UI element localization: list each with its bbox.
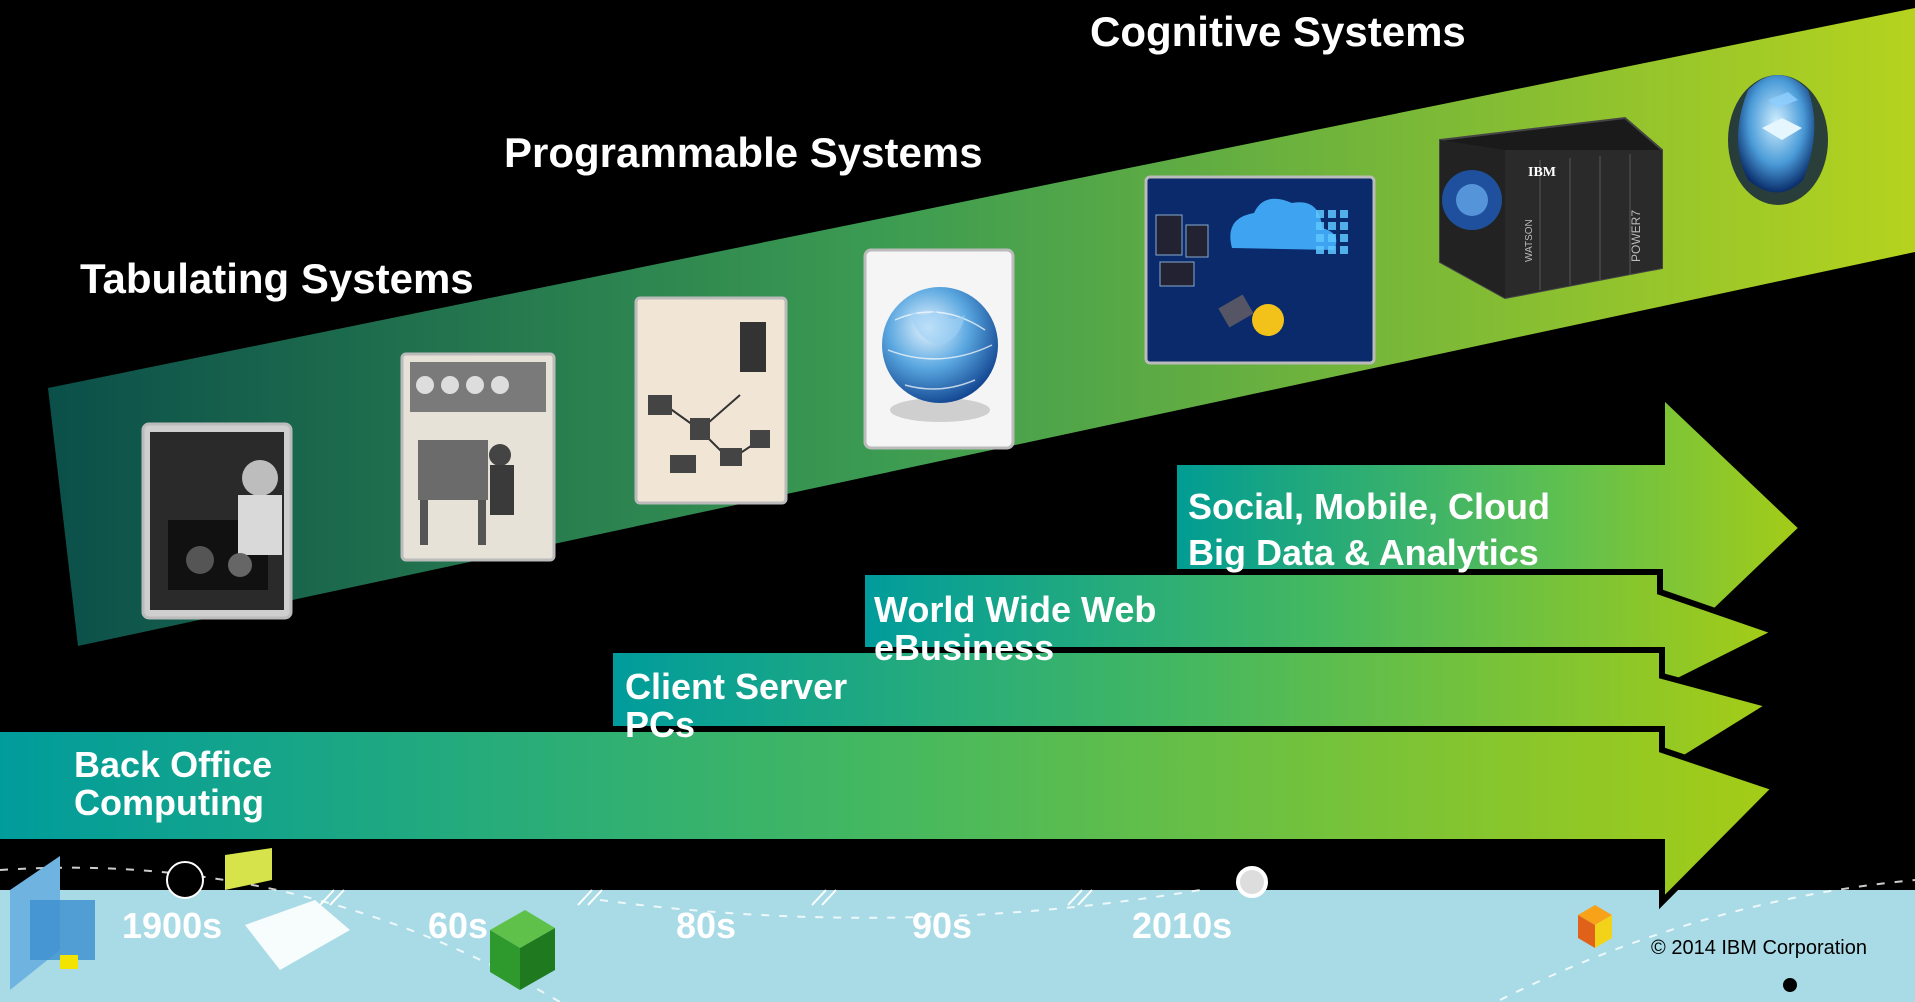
server-brand: IBM (1528, 165, 1556, 180)
arrow-label-back-office: Back Office Computing (74, 746, 272, 822)
arrow-label-world-wide-web-line2: eBusiness (874, 627, 1055, 668)
arrow-label-world-wide-web-line1: World Wide Web (874, 589, 1157, 630)
timeline-tick-2010s: 2010s (1132, 905, 1233, 946)
arrow-label-social-mobile-cloud-line1: Social, Mobile, Cloud (1188, 486, 1551, 527)
era-title-programmable: Programmable Systems (504, 129, 983, 176)
era-title-tabulating: Tabulating Systems (80, 255, 474, 302)
arrow-back-office-shape (0, 726, 1781, 910)
server-model: POWER7 (1629, 210, 1643, 262)
timeline-tick-80s: 80s (676, 905, 737, 946)
timeline-decor (0, 866, 1915, 1002)
timeline-tick-60s: 60s (428, 905, 489, 946)
arrow-label-back-office-line2: Computing (74, 782, 264, 823)
globe-icon (863, 248, 1015, 450)
arrow-label-back-office-line1: Back Office (74, 744, 273, 785)
arrow-label-world-wide-web: World Wide Web eBusiness (874, 591, 1156, 667)
watson-server-icon: IBM POWER7 WATSON (1439, 116, 1663, 300)
timeline-decorations (10, 848, 1797, 992)
arrow-label-social-mobile-cloud: Social, Mobile, Cloud Big Data & Analyti… (1188, 484, 1550, 576)
copyright-notice: © 2014 IBM Corporation (1651, 937, 1867, 959)
client-server-diagram-icon (634, 296, 788, 505)
arrow-label-social-mobile-cloud-line2: Big Data & Analytics (1188, 532, 1539, 573)
timeline-tick-90s: 90s (912, 905, 973, 946)
mainframe-photo-icon (400, 352, 556, 562)
cloud-mobile-collage-icon (1144, 175, 1376, 365)
arrow-label-client-server-line1: Client Server (625, 666, 848, 707)
cognitive-head-icon (1728, 75, 1828, 205)
server-name: WATSON (1524, 219, 1535, 262)
era-title-cognitive: Cognitive Systems (1090, 8, 1466, 55)
tabulating-photo-icon (141, 422, 293, 620)
arrow-label-client-server: Client Server PCs (625, 668, 847, 744)
timeline-tick-1900s: 1900s (122, 905, 223, 946)
timeline-breaks (319, 889, 1093, 906)
arrow-label-client-server-line2: PCs (625, 704, 696, 745)
